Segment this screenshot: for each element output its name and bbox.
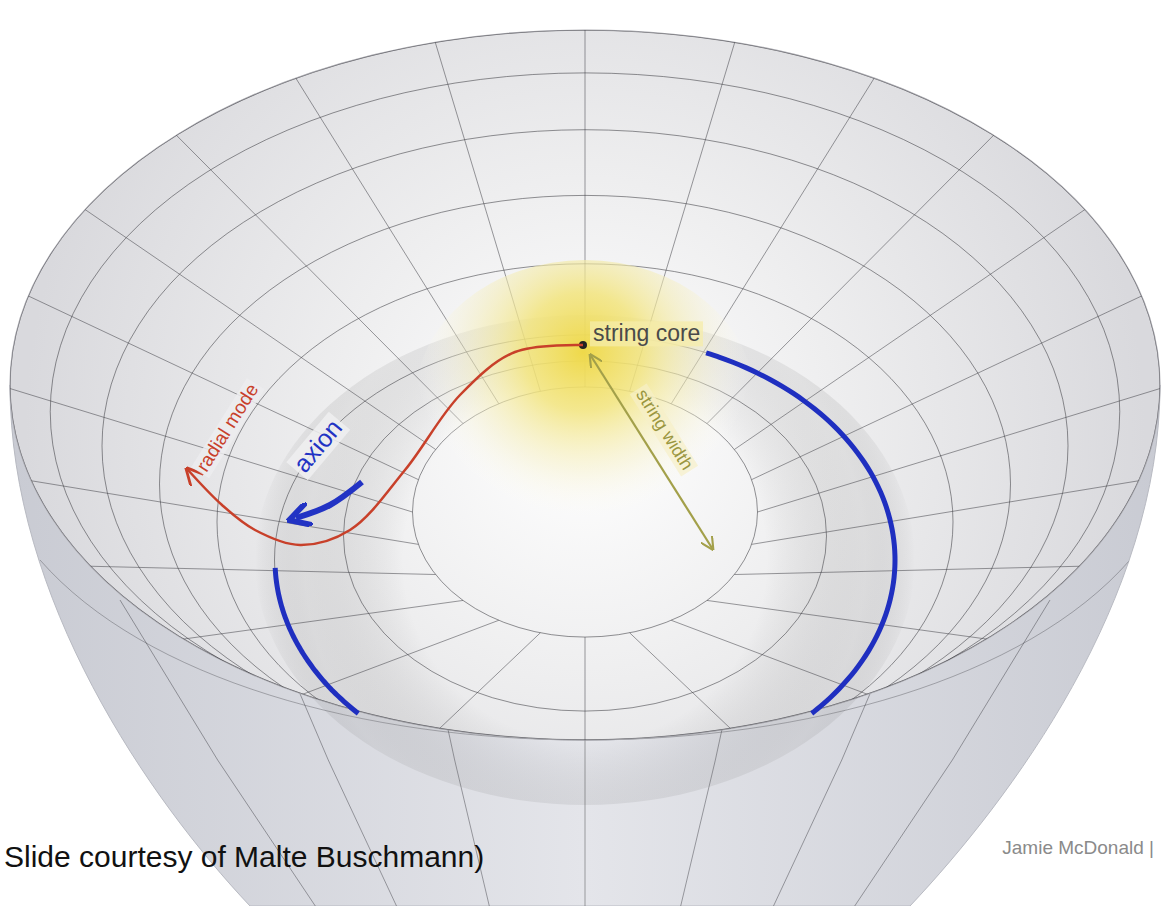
core-label: string core (590, 321, 703, 346)
grid-spoke (707, 600, 1000, 640)
grid-spoke (734, 204, 1093, 449)
grid-spoke (170, 600, 463, 640)
grid-spoke (734, 566, 1093, 575)
grid-spoke (433, 633, 540, 735)
grid-spoke (630, 633, 737, 735)
mode-arrows (188, 341, 712, 548)
grid-spoke (752, 291, 1152, 479)
grid-spoke (18, 479, 418, 545)
grid-spoke (18, 291, 418, 479)
grid-spoke (752, 479, 1152, 545)
grid-spoke (292, 620, 499, 698)
vacuum-circle (275, 353, 895, 714)
slide-caption: Slide courtesy of Malte Buschmann) (4, 840, 484, 873)
vacuum-arc (706, 353, 895, 714)
grid-spoke (77, 204, 436, 449)
radial-arrow (188, 345, 583, 545)
author-label: Jamie McDonald | (999, 838, 1157, 859)
string-core-hump (415, 260, 755, 540)
grid-spoke (77, 566, 436, 575)
interior-grid (0, 23, 1161, 785)
vacuum-arc (275, 568, 358, 714)
axion-arrow (296, 482, 362, 518)
width-arrow (591, 356, 712, 548)
grid-spoke (671, 620, 878, 698)
grid-ring (160, 195, 1011, 772)
grid-spoke (585, 637, 586, 747)
